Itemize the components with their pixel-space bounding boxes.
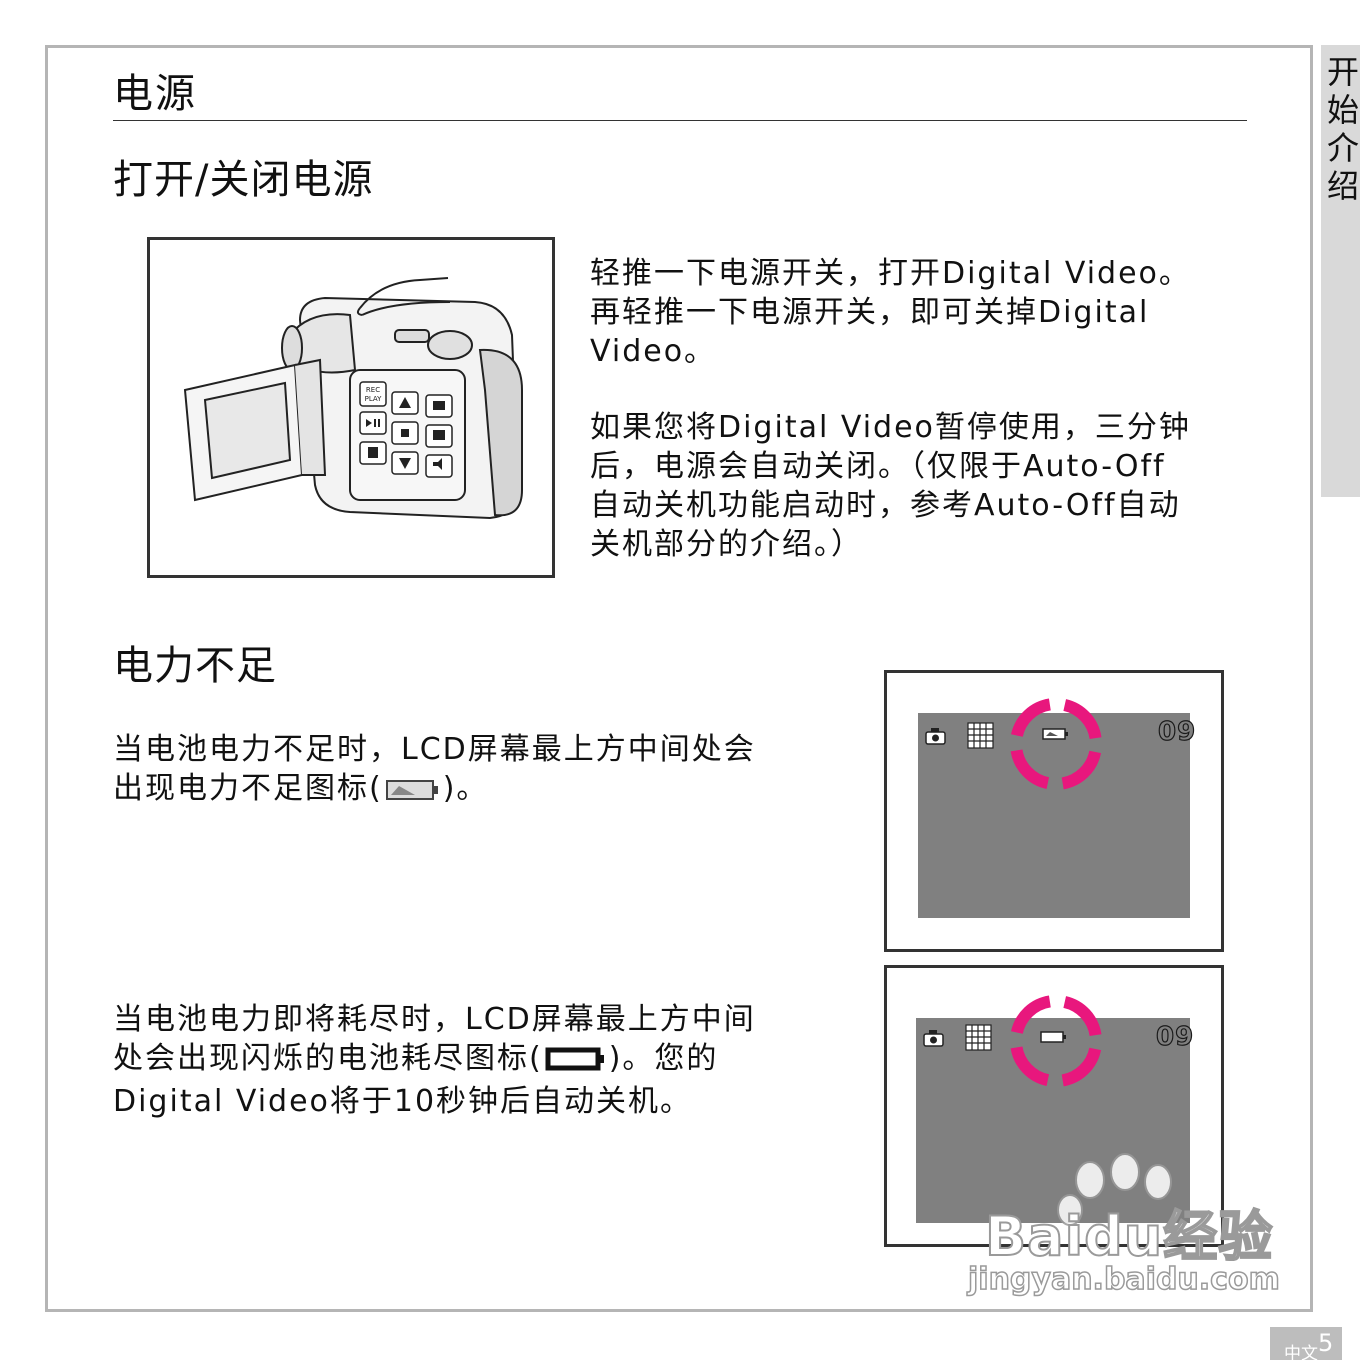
battery-indicator-icon xyxy=(1042,728,1068,740)
page-number-value: 5 xyxy=(1318,1329,1334,1357)
subsection-title-power-on-off: 打开/关闭电源 xyxy=(113,157,374,203)
lcd-screen-low-power: 09 xyxy=(884,670,1224,952)
watermark-brand: Baidu经验 xyxy=(984,1204,1274,1269)
auto-off-note: 如果您将Digital Video暂停使用，三分钟 后，电源会自动关闭。（仅限于… xyxy=(590,410,1191,562)
grid-icon xyxy=(965,1024,992,1051)
svg-text:PLAY: PLAY xyxy=(365,395,383,403)
battery-low-icon xyxy=(385,773,441,812)
exhausted-text-b: )。您的 Digital Video将于10秒钟后自动关机。 xyxy=(113,1041,719,1119)
side-tab-label: 开始介绍 xyxy=(1322,55,1360,207)
power-on-off-instructions: 轻推一下电源开关，打开Digital Video。 再轻推一下电源开关，即可关掉… xyxy=(590,256,1191,369)
subsection-title-low-power: 电力不足 xyxy=(113,643,277,689)
battery-empty-icon xyxy=(545,1043,607,1082)
camcorder-icon: REC PLAY xyxy=(183,277,523,520)
low-power-description: 当电池电力不足时，LCD屏幕最上方中间处会 出现电力不足图标()。 xyxy=(113,730,756,812)
low-power-text-b: )。 xyxy=(442,771,489,806)
rec-play-label: REC xyxy=(366,386,380,394)
battery-exhausted-description: 当电池电力即将耗尽时，LCD屏幕最上方中间 处会出现闪烁的电池耗尽图标()。您的… xyxy=(113,1000,756,1121)
side-tab: 开始介绍 xyxy=(1321,45,1360,497)
section-title: 电源 xyxy=(113,71,197,117)
shot-counter: 09 xyxy=(1157,716,1197,747)
shot-counter: 09 xyxy=(1155,1021,1195,1052)
grid-icon xyxy=(967,722,994,749)
exhausted-text-a: 当电池电力即将耗尽时，LCD屏幕最上方中间 处会出现闪烁的电池耗尽图标( xyxy=(113,1002,756,1076)
camera-icon xyxy=(925,728,946,745)
watermark-url: jingyan.baidu.com xyxy=(967,1261,1280,1298)
lcd-screen-battery-empty: 09 xyxy=(884,965,1224,1247)
page-number: 中文 5 xyxy=(1270,1327,1342,1364)
camera-icon xyxy=(923,1030,944,1047)
page-language: 中文 xyxy=(1284,1344,1318,1364)
highlight-ring xyxy=(1010,698,1102,790)
lcd-display: 09 xyxy=(916,1018,1194,1223)
paw-watermark-icon xyxy=(1057,1153,1172,1226)
low-power-text-a: 当电池电力不足时，LCD屏幕最上方中间处会 出现电力不足图标( xyxy=(113,732,756,806)
title-divider xyxy=(113,120,1247,121)
highlight-ring xyxy=(1010,995,1102,1087)
battery-indicator-icon xyxy=(1040,1031,1066,1043)
camera-illustration: REC PLAY xyxy=(147,237,555,578)
page-frame xyxy=(45,45,1313,1312)
lcd-display: 09 xyxy=(918,713,1196,918)
